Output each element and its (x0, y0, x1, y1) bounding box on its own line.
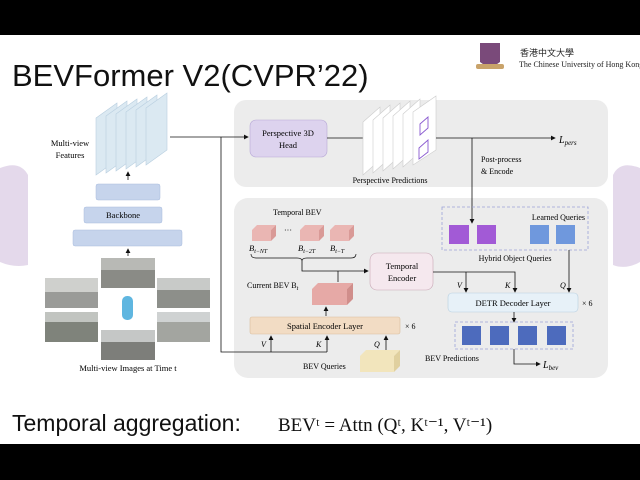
crest-watermark-left (0, 165, 28, 266)
spatial-encoder-layer (249, 316, 401, 335)
temporal-encoder-label: Temporal (386, 261, 419, 271)
spatial-repeat-label: × 6 (405, 322, 416, 331)
perspective-query (449, 225, 469, 244)
bev-predictions-box (454, 321, 574, 350)
post-process-label-2: & Encode (481, 167, 514, 176)
bev-queries-block (360, 350, 400, 372)
bev-prediction (518, 326, 537, 345)
ellipsis: ··· (284, 226, 292, 235)
bev-prediction (490, 326, 509, 345)
learned-query (530, 225, 549, 244)
hybrid-object-queries-box (441, 206, 589, 251)
perspective-query (477, 225, 496, 244)
spatial-k-label: K (315, 340, 322, 349)
cuhk-logo: 香港中文大學 The Chinese University of Hong Ko… (476, 43, 640, 69)
temporal-encoder-label-2: Encoder (388, 273, 416, 283)
q-label: Q (560, 281, 566, 290)
backbone-block (83, 206, 163, 224)
backbone-layer-top (95, 183, 161, 201)
bev-prediction (547, 326, 566, 345)
detr-repeat-label: × 6 (582, 299, 593, 308)
post-process-label: Post-process (481, 155, 521, 164)
detr-decoder-label: DETR Decoder Layer (475, 298, 550, 308)
b-t-t-label: Bt−T (330, 243, 345, 255)
logo-chinese-text: 香港中文大學 (520, 47, 574, 58)
v-label: V (457, 281, 463, 290)
bev-predictions-label: BEV Predictions (425, 354, 479, 363)
backbone-layer-bottom (72, 229, 183, 247)
crest-watermark-right (613, 165, 640, 267)
perspective-head-label: Perspective 3D (262, 128, 314, 138)
features-label: Multi-view (51, 138, 90, 148)
bev-prediction (462, 326, 481, 345)
learned-queries-label: Learned Queries (532, 213, 585, 222)
current-bev-label: Current BEV Bt (247, 281, 299, 292)
detr-decoder-layer (447, 292, 579, 313)
multiview-features-stack (95, 92, 168, 176)
spatial-q-label: Q (374, 340, 380, 349)
temporal-bev-blocks (252, 225, 354, 241)
current-bev-block (312, 283, 353, 305)
b-t-nt-label: Bt−NT (249, 243, 268, 255)
perspective-predictions-stack (362, 95, 437, 176)
logo-english-text: The Chinese University of Hong Kong (519, 60, 640, 69)
camera-images (45, 258, 210, 360)
crest-icon (480, 43, 500, 66)
images-caption: Multi-view Images at Time t (79, 363, 177, 373)
loss-bev: Lbev (542, 360, 559, 372)
bev-queries-label: BEV Queries (303, 362, 346, 371)
hybrid-queries-label: Hybrid Object Queries (479, 254, 552, 263)
perspective-3d-head (249, 119, 328, 158)
temporal-aggregation-label: Temporal aggregation: (12, 410, 241, 436)
k-label: K (504, 281, 511, 290)
backbone-label: Backbone (106, 210, 140, 220)
perspective-predictions-label: Perspective Predictions (353, 176, 428, 185)
features-label-2: Features (56, 150, 85, 160)
temporal-bev-label: Temporal BEV (273, 208, 322, 217)
b-t-2t-label: Bt−2T (298, 243, 316, 255)
temporal-aggregation-formula: BEVᵗ = Attn (Qᵗ, Kᵗ⁻¹, Vᵗ⁻¹) (278, 415, 492, 436)
slide-title: BEVFormer V2(CVPR’22) (12, 58, 369, 93)
car-icon (122, 296, 133, 320)
learned-query (556, 225, 575, 244)
loss-pers: Lpers (558, 135, 577, 147)
spatial-encoder-label: Spatial Encoder Layer (287, 321, 363, 331)
temporal-encoder (369, 252, 434, 291)
perspective-head-label-2: Head (279, 140, 298, 150)
spatial-v-label: V (261, 340, 267, 349)
